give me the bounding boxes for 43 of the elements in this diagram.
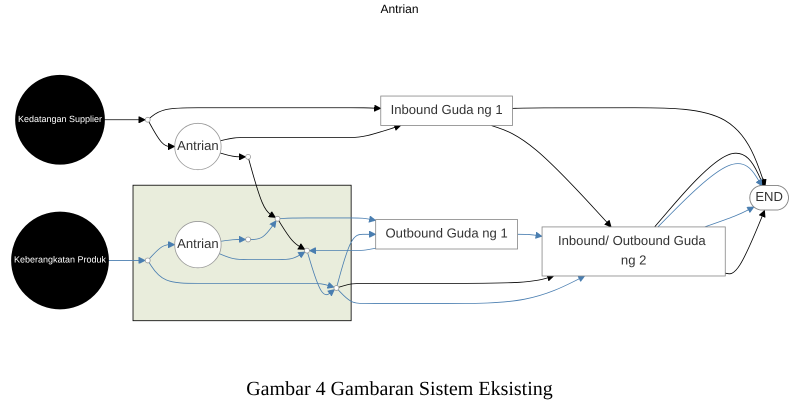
node-box: Outbound Guda ng 1: [374, 219, 518, 250]
node-circle: Antrian: [174, 221, 222, 268]
node-box: Inbound/ Outbound Guda ng 2: [541, 226, 726, 276]
arrow: [148, 262, 334, 289]
arrow: [148, 104, 381, 119]
node-circle: Antrian: [174, 122, 222, 170]
figure-caption: Gambar 4 Gambaran Sistem Eksisting: [246, 378, 553, 401]
arrow: [516, 232, 542, 239]
arrow: [250, 220, 276, 240]
node-box: Inbound Guda ng 1: [380, 96, 512, 126]
arrow: [219, 124, 401, 142]
arrow: [704, 206, 754, 228]
arrow: [278, 220, 305, 250]
node-circle: [144, 116, 150, 123]
node-circle: [244, 236, 250, 242]
arrow: [338, 274, 554, 288]
cluster: [132, 184, 352, 322]
node-circle: Keberangkatan Produk: [10, 212, 108, 310]
arrow: [248, 158, 276, 218]
node-circle: [304, 248, 310, 254]
arrow: [512, 107, 766, 186]
node-circle: [144, 258, 150, 264]
node-circle: [274, 216, 280, 222]
arrow: [104, 116, 146, 124]
arrow: [490, 125, 611, 228]
arrow: [279, 216, 376, 223]
arrow: [308, 247, 376, 254]
arrow: [657, 163, 762, 228]
arrow: [724, 210, 765, 274]
arrow: [108, 256, 146, 264]
arrow: [220, 236, 246, 244]
node-circle: [333, 285, 339, 291]
arrow: [337, 276, 585, 304]
arrow: [148, 241, 175, 260]
arrow: [218, 252, 305, 260]
arrow: [148, 122, 175, 150]
arrow: [219, 152, 246, 160]
arrow: [654, 152, 764, 228]
node-circle: Kedatangan Supplier: [14, 74, 104, 165]
queue-label: Antrian: [380, 2, 419, 16]
arrow: [336, 230, 376, 286]
arrow: [306, 252, 334, 296]
node-circle: [244, 154, 250, 160]
